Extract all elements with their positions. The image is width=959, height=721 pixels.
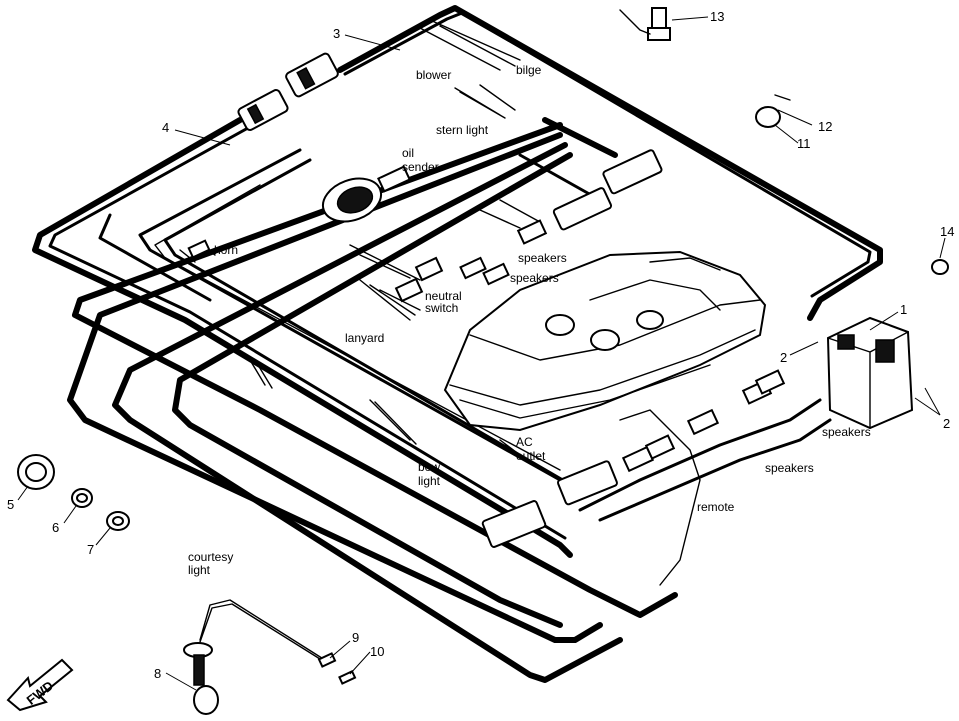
callout-7: 7 (87, 542, 94, 557)
horn-connector (187, 239, 211, 259)
bottom-connector (481, 460, 618, 548)
label-oil: oil (402, 146, 414, 160)
callout-8: 8 (154, 666, 161, 681)
label-speakers-a: speakers (518, 251, 567, 265)
callout-4: 4 (162, 120, 169, 135)
main-harness (32, 5, 883, 683)
label-courtesy: courtesy (188, 550, 233, 564)
top-right-connector (552, 149, 663, 231)
label-remote: remote (697, 500, 735, 514)
speaker-connector (459, 219, 548, 286)
label-blower: blower (416, 68, 451, 82)
callout-10: 10 (370, 644, 384, 659)
callout-2a: 2 (780, 350, 787, 365)
ring-6 (71, 488, 93, 508)
label-bilge: bilge (516, 63, 542, 77)
label-neutral: neutral (425, 289, 462, 303)
label-lanyard: lanyard (345, 331, 384, 345)
connector-3-plug (285, 52, 339, 98)
callout-6: 6 (52, 520, 59, 535)
boat-illustration (443, 250, 767, 432)
right-speaker-connectors (686, 369, 786, 436)
terminals-9-10 (317, 652, 357, 685)
label-sender: sender (402, 160, 439, 174)
callout-13: 13 (710, 9, 724, 24)
callout-9: 9 (352, 630, 359, 645)
label-speakers-b: speakers (510, 271, 559, 285)
callout-14: 14 (940, 224, 954, 239)
connector-4-plug (237, 89, 289, 131)
callout-11: 11 (797, 136, 811, 151)
fwd-arrow (6, 658, 74, 712)
label-outlet: outlet (516, 449, 546, 463)
oil-sender-connector (321, 165, 411, 223)
label-horn: horn (214, 243, 238, 257)
callout-5: 5 (7, 497, 14, 512)
ring-5 (17, 454, 55, 490)
label-light: light (418, 474, 441, 488)
ring-7 (106, 511, 130, 531)
battery-switch-1 (826, 316, 914, 430)
remote-connector (621, 434, 676, 473)
courtesy-light-8 (183, 642, 219, 715)
label-switch: switch (425, 301, 458, 315)
neutral-switch-connector (394, 256, 444, 303)
callout-12: 12 (818, 119, 832, 134)
clip-14 (931, 259, 949, 275)
label-stern-light: stern light (436, 123, 489, 137)
spark-plug-13 (619, 7, 671, 41)
callout-1: 1 (900, 302, 907, 317)
label-bow: bow (418, 460, 440, 474)
label-ac: AC (516, 435, 533, 449)
label-courtesy-light: light (188, 563, 211, 577)
callout-2b: 2 (943, 416, 950, 431)
label-speakers-c: speakers (822, 425, 871, 439)
clip-11 (755, 106, 781, 128)
leader-lines (17, 16, 946, 691)
label-speakers-d: speakers (765, 461, 814, 475)
callout-3: 3 (333, 26, 340, 41)
screw-12 (774, 94, 791, 101)
